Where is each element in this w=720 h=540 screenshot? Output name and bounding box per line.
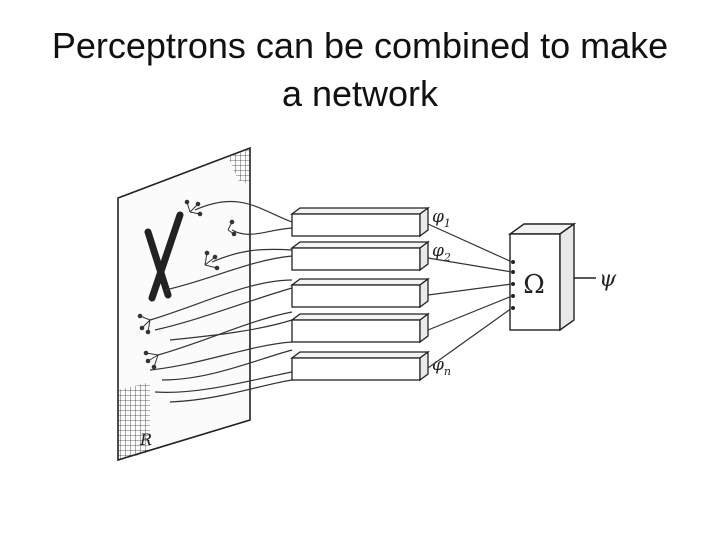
perceptron-network-diagram: R bbox=[0, 130, 720, 470]
unit-1-label: φ1 bbox=[432, 207, 451, 230]
unit-box-2 bbox=[290, 240, 430, 272]
unit-to-output-wires bbox=[427, 223, 513, 369]
unit-box-1 bbox=[290, 206, 430, 238]
output-symbol: ψ bbox=[599, 267, 617, 292]
receptor-clusters bbox=[137, 199, 237, 370]
retina-grid-corner-bottom bbox=[118, 382, 150, 460]
unit-2-label: φ2 bbox=[432, 241, 451, 264]
slide-title: Perceptrons can be combined to make a ne… bbox=[20, 22, 700, 118]
input-pattern-x bbox=[144, 211, 184, 302]
unit-box-4 bbox=[290, 312, 430, 344]
retina-panel: R bbox=[117, 146, 251, 462]
diagram-canvas: R bbox=[0, 130, 617, 462]
perceptron-units bbox=[290, 206, 430, 382]
title-line-1: Perceptrons can be combined to make bbox=[51, 25, 669, 66]
retina-grid-corner-top bbox=[228, 148, 250, 185]
title-line-2: a network bbox=[281, 73, 439, 114]
unit-labels: φ1 φ2 φn bbox=[432, 207, 451, 378]
output-unit: Ω bbox=[507, 222, 577, 332]
retina-to-unit-wires bbox=[149, 200, 293, 403]
unit-box-5 bbox=[290, 350, 430, 382]
retina-label: R bbox=[139, 430, 152, 449]
output-unit-symbol: Ω bbox=[523, 270, 545, 300]
output-line: ψ bbox=[574, 267, 617, 292]
output-input-dots bbox=[511, 260, 515, 310]
unit-n-label: φn bbox=[432, 355, 451, 378]
input-pattern-label: X bbox=[0, 130, 1, 131]
unit-box-3 bbox=[290, 277, 430, 309]
